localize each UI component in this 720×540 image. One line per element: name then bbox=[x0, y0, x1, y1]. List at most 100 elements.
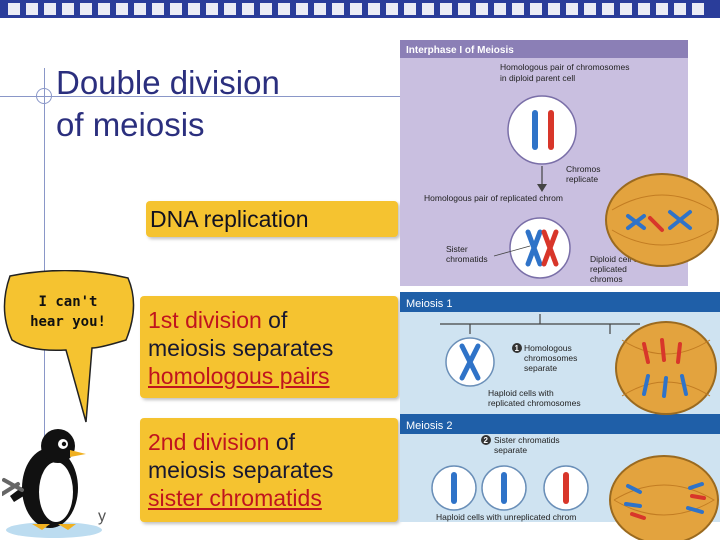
label-diploid-line-2: replicated bbox=[590, 264, 627, 274]
step1-line-3: separate bbox=[524, 363, 557, 373]
bar-square bbox=[296, 3, 308, 15]
crosshair-ornament bbox=[36, 88, 52, 104]
second-division-of: of bbox=[269, 429, 296, 455]
dna-replication-label: DNA replication bbox=[150, 206, 309, 232]
arrow-head bbox=[537, 184, 547, 192]
label-pair-line-1: Homologous pair of chromosomes bbox=[500, 62, 629, 72]
step1-badge bbox=[512, 343, 522, 353]
step2-badge bbox=[481, 435, 491, 445]
title-line-2: of meiosis bbox=[56, 106, 205, 143]
sister-pointer bbox=[493, 245, 531, 257]
bar-square bbox=[458, 3, 470, 15]
micrograph-1-chromosome-red bbox=[648, 216, 664, 232]
wrench-icon bbox=[2, 478, 24, 496]
micrograph-3-chromosomes-red bbox=[630, 494, 706, 520]
bar-square bbox=[8, 3, 20, 15]
bar-square bbox=[26, 3, 38, 15]
interphase-header-bar bbox=[400, 40, 688, 58]
haploid-chromosome-blue bbox=[459, 343, 481, 381]
first-division-text: 1st division of meiosis separates homolo… bbox=[148, 306, 333, 390]
step1-line-1: Homologous bbox=[524, 343, 572, 353]
replicated-chromosome-blue bbox=[525, 229, 543, 267]
bar-square bbox=[62, 3, 74, 15]
micrograph-1 bbox=[605, 173, 719, 267]
final-chromosome-2 bbox=[501, 472, 507, 504]
speech-text: I can't hear you! bbox=[6, 292, 130, 332]
bar-square bbox=[170, 3, 182, 15]
bar-square bbox=[260, 3, 272, 15]
bar-square bbox=[224, 3, 236, 15]
bar-square bbox=[314, 3, 326, 15]
bar-square bbox=[656, 3, 668, 15]
chromosome-blue bbox=[532, 110, 538, 150]
micrograph-2-chromosomes-blue bbox=[642, 374, 688, 398]
label-chromo-line-1: Chromos bbox=[566, 164, 600, 174]
haploid-unreplicated: Haploid cells with unreplicated chrom bbox=[436, 512, 576, 522]
bar-square bbox=[530, 3, 542, 15]
micrograph-2 bbox=[615, 321, 717, 415]
bar-square bbox=[620, 3, 632, 15]
bar-square bbox=[440, 3, 452, 15]
second-division-term: 2nd division bbox=[148, 429, 270, 455]
penguin-head bbox=[41, 429, 75, 463]
step2-line-1: Sister chromatids bbox=[494, 435, 560, 445]
micrograph-2-chromosomes-red bbox=[642, 338, 682, 364]
bar-square bbox=[188, 3, 200, 15]
haploid-line-2: replicated chromosomes bbox=[488, 398, 581, 408]
speech-bubble-shape bbox=[3, 270, 135, 423]
penguin-cartoon bbox=[2, 429, 102, 538]
bar-square bbox=[548, 3, 560, 15]
bar-square bbox=[404, 3, 416, 15]
penguin-shadow bbox=[6, 522, 102, 538]
speech-line-1: I can't bbox=[38, 294, 98, 310]
bar-square bbox=[242, 3, 254, 15]
bar-square bbox=[476, 3, 488, 15]
top-bar bbox=[0, 0, 720, 18]
haploid-line-1: Haploid cells with bbox=[488, 388, 554, 398]
speech-line-2: hear you! bbox=[30, 314, 106, 330]
bar-square bbox=[602, 3, 614, 15]
bar-square bbox=[152, 3, 164, 15]
first-division-line-2: meiosis separates bbox=[148, 335, 334, 361]
second-division-text: 2nd division of meiosis separates sister… bbox=[148, 428, 333, 512]
bar-square bbox=[332, 3, 344, 15]
first-division-box: 1st division of meiosis separates homolo… bbox=[140, 296, 398, 398]
second-division-line-2: meiosis separates bbox=[148, 457, 334, 483]
meiosis1-header: Meiosis 1 bbox=[406, 298, 452, 310]
step1-line-2: chromosomes bbox=[524, 353, 577, 363]
slide-title: Double division of meiosis bbox=[56, 62, 280, 146]
label-chromo-line-2: replicate bbox=[566, 174, 598, 184]
bar-square bbox=[278, 3, 290, 15]
meiosis2-header-bar bbox=[400, 414, 720, 434]
replicated-chromosome-red bbox=[541, 229, 559, 267]
bar-square bbox=[638, 3, 650, 15]
second-division-line-3: sister chromatids bbox=[148, 485, 322, 511]
interphase-header: Interphase I of Meiosis bbox=[406, 45, 514, 56]
label-diploid-line-1: Diploid cell with bbox=[590, 254, 649, 264]
penguin-pupil bbox=[61, 441, 67, 447]
bar-square bbox=[98, 3, 110, 15]
micrograph-3-cell bbox=[609, 455, 719, 540]
label-sister-line-1: Sister bbox=[446, 244, 468, 254]
meiosis1-arrows bbox=[440, 314, 640, 334]
speech-bubble bbox=[3, 270, 135, 423]
bar-square bbox=[494, 3, 506, 15]
label-diploid-line-3: chromos bbox=[590, 274, 623, 284]
step2-number: 2 bbox=[484, 436, 489, 445]
micrograph-1-cell bbox=[605, 173, 719, 267]
bar-square bbox=[44, 3, 56, 15]
bar-square bbox=[692, 3, 704, 15]
bar-square bbox=[116, 3, 128, 15]
bar-square bbox=[584, 3, 596, 15]
parent-cell bbox=[507, 95, 577, 165]
first-division-term: 1st division bbox=[148, 307, 262, 333]
final-chromosome-3 bbox=[563, 472, 569, 504]
micrograph-3 bbox=[609, 455, 719, 540]
title-line-1: Double division bbox=[56, 64, 280, 101]
micrograph-1-chromosome-blue-2 bbox=[668, 210, 692, 230]
label-replicated: Homologous pair of replicated chrom bbox=[424, 193, 563, 203]
chromosome-red bbox=[548, 110, 554, 150]
label-pair-line-2: in diploid parent cell bbox=[500, 73, 575, 83]
penguin-beak bbox=[70, 450, 86, 457]
micrograph-2-cell bbox=[615, 321, 717, 415]
